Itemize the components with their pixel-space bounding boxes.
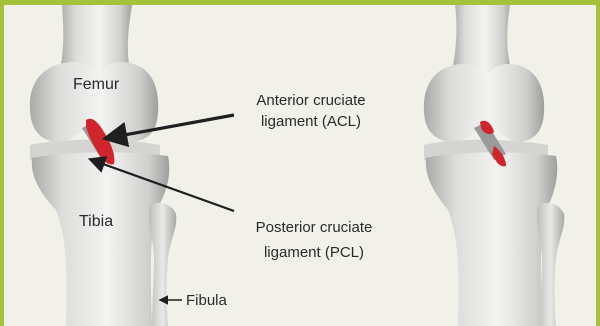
pcl-label-line1: Posterior cruciate: [234, 219, 394, 237]
right-border: [596, 0, 600, 326]
left-femur-shaft: [60, 5, 132, 70]
acl-label: Anterior cruciate ligament (ACL): [236, 92, 386, 131]
right-femur-shaft: [452, 5, 512, 72]
tibia-label: Tibia: [79, 213, 113, 231]
femur-label: Femur: [73, 76, 119, 94]
top-border: [0, 0, 600, 5]
pcl-label-line2: ligament (PCL): [234, 244, 394, 262]
fibula-label: Fibula: [186, 292, 227, 310]
acl-label-line2: ligament (ACL): [236, 113, 386, 131]
pcl-label: Posterior cruciate ligament (PCL): [234, 219, 394, 262]
acl-label-line1: Anterior cruciate: [236, 92, 386, 110]
left-border: [0, 0, 4, 326]
